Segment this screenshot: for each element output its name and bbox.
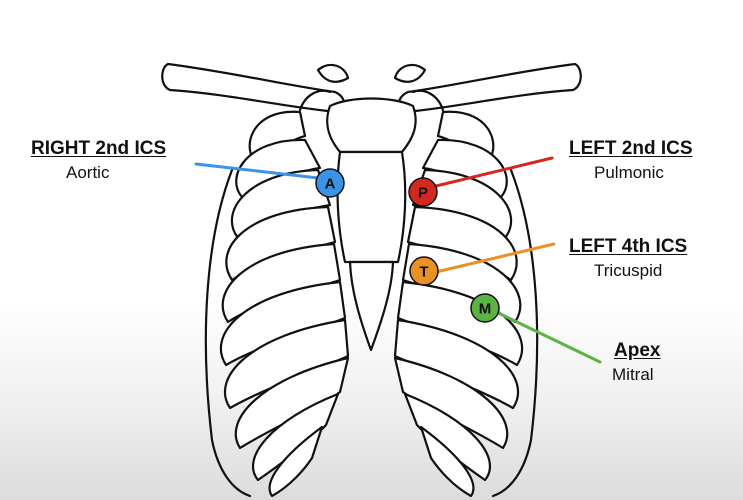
mitral-marker-circle bbox=[470, 293, 500, 323]
aortic-marker-circle bbox=[315, 168, 345, 198]
tricuspid-subtitle: Tricuspid bbox=[594, 261, 663, 280]
mitral-marker: M bbox=[470, 293, 500, 323]
left-2nd-ics-title: LEFT 2nd ICS bbox=[569, 138, 693, 159]
mitral-pointer-line bbox=[490, 308, 602, 364]
aortic-subtitle: Aortic bbox=[66, 163, 110, 182]
right-ribs bbox=[204, 110, 350, 498]
pulmonic-marker-letter: P bbox=[418, 185, 428, 202]
sternoclavicular-joints bbox=[298, 63, 445, 112]
tricuspid-marker-circle bbox=[409, 256, 439, 286]
pulmonic-pointer-line bbox=[434, 156, 554, 188]
mitral-marker-letter: M bbox=[479, 301, 492, 318]
sternum bbox=[326, 97, 417, 352]
rib-cage-illustration bbox=[161, 62, 582, 498]
right-2nd-ics-title: RIGHT 2nd ICS bbox=[31, 138, 167, 159]
left-4th-ics-title: LEFT 4th ICS bbox=[569, 236, 688, 257]
pulmonic-subtitle: Pulmonic bbox=[594, 163, 664, 182]
clavicles bbox=[161, 62, 582, 114]
aortic-marker: A bbox=[315, 168, 345, 198]
apex-title: Apex bbox=[614, 340, 661, 361]
tricuspid-pointer-line bbox=[434, 242, 556, 274]
pulmonic-marker-circle bbox=[408, 177, 438, 207]
aortic-pointer-line bbox=[194, 162, 320, 180]
mitral-subtitle: Mitral bbox=[612, 365, 654, 384]
pulmonic-marker: P bbox=[408, 177, 438, 207]
left-ribs bbox=[393, 110, 539, 498]
tricuspid-marker-letter: T bbox=[419, 264, 428, 281]
tricuspid-marker: T bbox=[409, 256, 439, 286]
aortic-marker-letter: A bbox=[325, 176, 336, 193]
pointer-lines bbox=[194, 156, 602, 364]
